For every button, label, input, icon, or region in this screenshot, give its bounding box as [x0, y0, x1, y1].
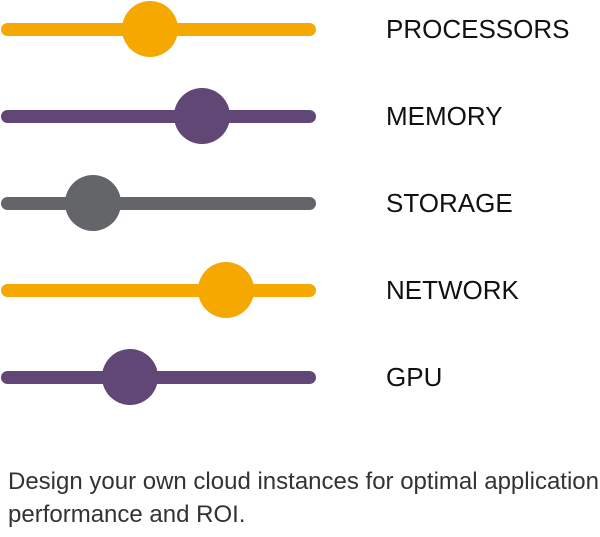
slider-track[interactable]	[1, 110, 316, 123]
slider-network: NETWORK	[0, 261, 600, 321]
slider-label: PROCESSORS	[386, 14, 570, 44]
slider-label: NETWORK	[386, 275, 519, 305]
slider-thumb[interactable]	[122, 1, 178, 57]
slider-thumb[interactable]	[65, 175, 121, 231]
slider-label: STORAGE	[386, 188, 513, 218]
slider-thumb[interactable]	[174, 88, 230, 144]
slider-thumb[interactable]	[102, 349, 158, 405]
slider-storage: STORAGE	[0, 174, 600, 234]
description-text: Design your own cloud instances for opti…	[8, 468, 599, 528]
slider-thumb[interactable]	[198, 262, 254, 318]
slider-track[interactable]	[1, 197, 316, 210]
slider-label: GPU	[386, 362, 443, 392]
slider-memory: MEMORY	[0, 87, 600, 147]
slider-track[interactable]	[1, 371, 316, 384]
slider-label: MEMORY	[386, 101, 503, 131]
slider-track[interactable]	[1, 284, 316, 297]
slider-processors: PROCESSORS	[0, 0, 600, 60]
slider-gpu: GPU	[0, 348, 600, 408]
